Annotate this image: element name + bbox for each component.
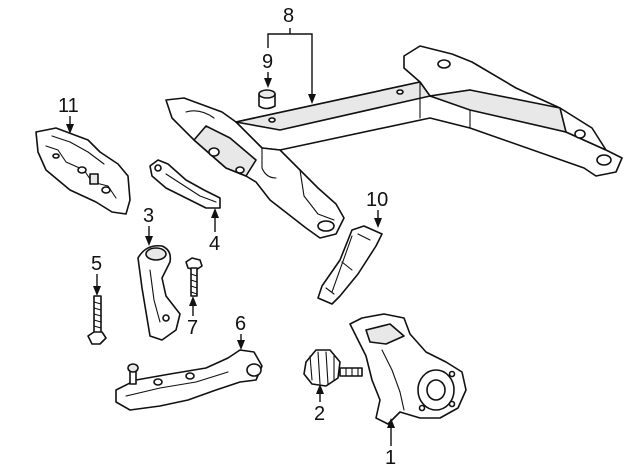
callout-2: 2 xyxy=(314,384,325,425)
brace xyxy=(149,159,221,209)
callout-8: 8 xyxy=(267,5,316,104)
splash-shield xyxy=(35,127,131,215)
strut-rod-bracket xyxy=(137,244,181,341)
callout-11: 11 xyxy=(58,95,79,134)
lower-control-arm xyxy=(115,349,263,411)
crossmember xyxy=(165,45,623,239)
callout-5: 5 xyxy=(91,253,102,296)
callout-number-1: 1 xyxy=(385,447,396,469)
callout-6: 6 xyxy=(235,313,246,350)
steering-knuckle xyxy=(349,313,467,425)
bolt-5 xyxy=(87,295,107,345)
bushing xyxy=(258,89,276,110)
bolt-7 xyxy=(185,257,203,297)
callout-number-6: 6 xyxy=(235,313,246,335)
callout-7: 7 xyxy=(187,296,198,339)
callout-3: 3 xyxy=(143,205,154,246)
callout-number-8: 8 xyxy=(283,5,294,27)
callout-number-2: 2 xyxy=(314,403,325,425)
ball-joint xyxy=(303,349,363,387)
heat-shield xyxy=(317,225,383,305)
callout-number-4: 4 xyxy=(209,233,220,255)
callout-number-3: 3 xyxy=(143,205,154,227)
callout-1: 1 xyxy=(385,418,396,469)
callout-4: 4 xyxy=(209,208,220,255)
callout-number-9: 9 xyxy=(262,51,273,73)
callout-number-10: 10 xyxy=(366,189,388,211)
callout-number-7: 7 xyxy=(187,317,198,339)
callout-number-5: 5 xyxy=(91,253,102,275)
callout-number-11: 11 xyxy=(58,95,79,117)
callout-10: 10 xyxy=(366,189,388,228)
callout-9: 9 xyxy=(262,51,273,88)
